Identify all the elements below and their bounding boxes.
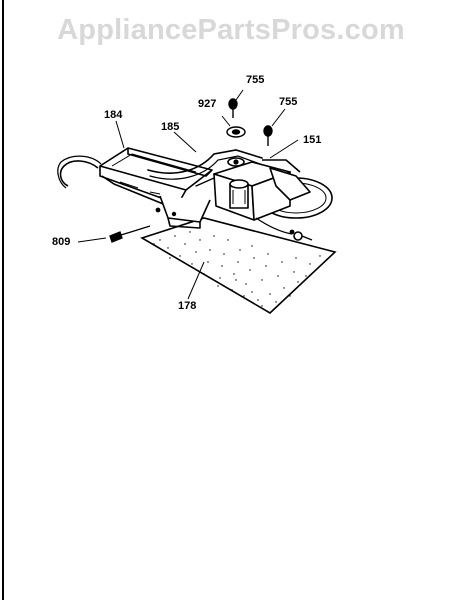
part-label-927: 927: [198, 98, 216, 110]
screw-809: [77, 225, 151, 243]
part-label-178: 178: [178, 300, 196, 312]
washer-927: [221, 115, 246, 138]
motor-assembly-151: [213, 139, 333, 241]
screw-755-top: [228, 89, 244, 118]
insulation-pad-178: [140, 217, 337, 314]
leader-lines: [115, 120, 205, 300]
part-label-184: 184: [104, 109, 123, 121]
screw-755-right: [263, 108, 286, 146]
part-label-151: 151: [303, 134, 321, 146]
part-label-755-top: 755: [246, 74, 264, 86]
watermark-logo: AppliancePartsPros.com: [57, 14, 405, 46]
part-label-755-right: 755: [279, 96, 297, 108]
part-label-809: 809: [52, 236, 70, 248]
part-label-185: 185: [161, 121, 179, 133]
bracket-184: [57, 147, 213, 229]
left-border-line: [2, 0, 4, 600]
